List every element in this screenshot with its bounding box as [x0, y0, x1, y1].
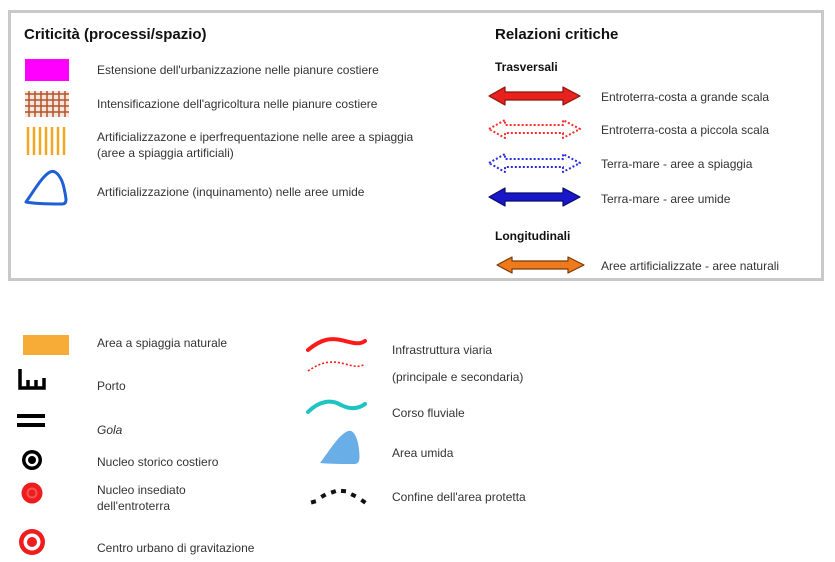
legend-left-label: Porto: [97, 379, 126, 393]
wetland-area-icon: [320, 430, 360, 464]
criticita-item-label: Artificializzazone e iperfrequentazione …: [97, 130, 414, 144]
inland-settlement-icon: [21, 482, 43, 504]
road-infrastructure-icon: [306, 337, 367, 372]
criticita-title: Criticità (processi/spazio): [24, 26, 207, 43]
urban-center-icon: [19, 529, 45, 555]
relazione-label: Entroterra-costa a grande scala: [601, 90, 770, 104]
double-arrow-red-solid-icon: [488, 86, 581, 106]
criticita-item-label-2: (aree a spiaggia artificiali): [97, 146, 234, 160]
wetland-pollution-outline-icon: [24, 169, 68, 206]
agriculture-grid-swatch: [25, 91, 69, 117]
double-arrow-blue-dotted-icon: [488, 153, 581, 173]
relazione-label: Entroterra-costa a piccola scala: [601, 123, 770, 137]
double-arrow-red-dotted-icon: [488, 119, 581, 139]
criticita-item-label: Artificializzazione (inquinamento) nelle…: [97, 185, 365, 199]
criticita-item-label: Estensione dell'urbanizzazione nelle pia…: [97, 63, 379, 77]
historic-coastal-nucleus-icon: [22, 450, 42, 470]
legend-right-label: Confine dell'area protetta: [392, 490, 526, 504]
criticita-item-label: Intensificazione dell'agricoltura nelle …: [97, 97, 378, 111]
legend-left-label: Centro urbano di gravitazione: [97, 541, 255, 555]
natural-beach-swatch: [23, 335, 69, 355]
longitudinali-title: Longitudinali: [495, 229, 571, 243]
legend-left-label: Nucleo insediato: [97, 483, 186, 497]
relazione-label: Terra-mare - aree umide: [601, 192, 731, 206]
relazione-label: Aree artificializzate - aree naturali: [601, 259, 780, 273]
legend-right-label: Area umida: [392, 446, 454, 460]
gorge-double-bar-icon: [17, 414, 45, 427]
legend-left-label-2: dell'entroterra: [97, 499, 170, 513]
trasversali-title: Trasversali: [495, 60, 558, 74]
port-icon: [18, 369, 46, 390]
urbanization-swatch: [25, 59, 69, 81]
double-arrow-blue-solid-icon: [488, 187, 581, 207]
criticita-legend-box: [8, 10, 824, 281]
river-icon: [306, 399, 367, 414]
legend-right-label: Infrastruttura viaria: [392, 343, 493, 357]
double-arrow-orange-solid-icon: [496, 256, 585, 274]
legend-right-label-2: (principale e secondaria): [392, 370, 524, 384]
relazione-label: Terra-mare - aree a spiaggia: [601, 157, 753, 171]
relazioni-title: Relazioni critiche: [495, 26, 619, 43]
legend-left-label: Gola: [97, 423, 123, 437]
legend-left-label: Area a spiaggia naturale: [97, 336, 228, 350]
legend-right-label: Corso fluviale: [392, 406, 465, 420]
protected-area-boundary-icon: [310, 488, 367, 505]
beach-artificial-stripes-swatch: [26, 127, 66, 155]
legend-left-label: Nucleo storico costiero: [97, 455, 219, 469]
